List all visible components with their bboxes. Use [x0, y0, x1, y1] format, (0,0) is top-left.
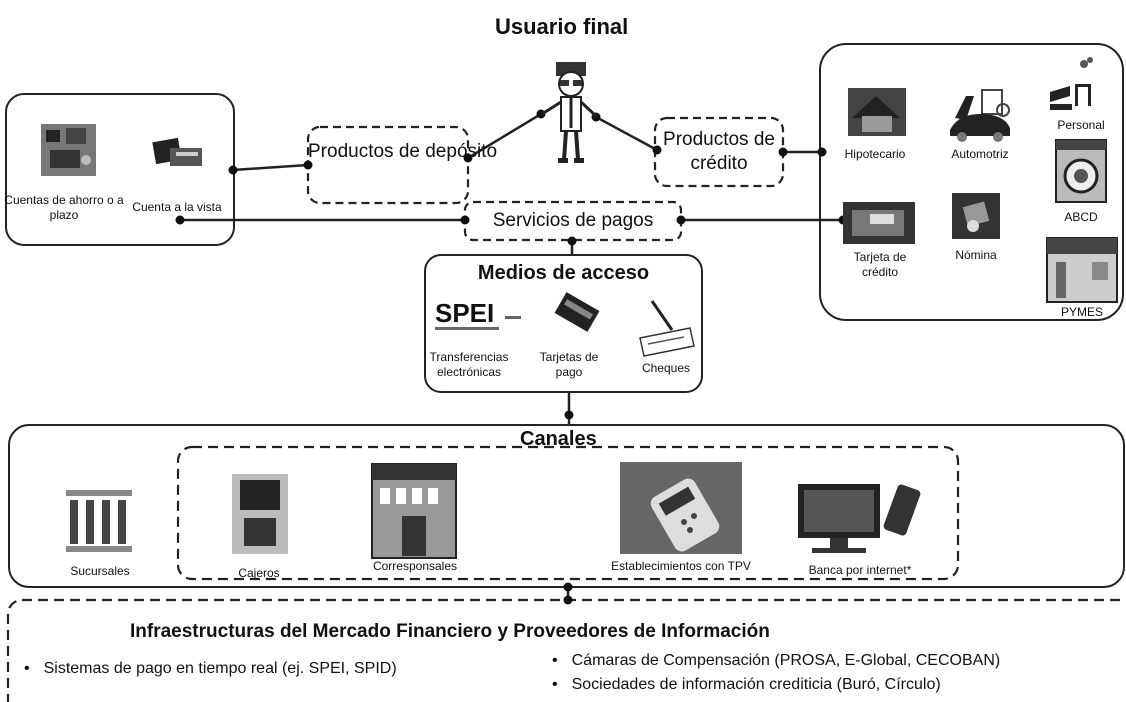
personal-label: Personal [1057, 118, 1105, 132]
access-means-box [424, 254, 703, 393]
payroll-icon [952, 193, 1000, 239]
page-title: Usuario final [495, 14, 629, 39]
infra-bullet-clearing: Cámaras de Compensación (PROSA, E-Global… [552, 652, 1001, 670]
user-icon [541, 62, 598, 163]
computer-phone-icon [798, 484, 921, 553]
pos-terminal-icon [620, 462, 742, 554]
savings-label: Cuentas de ahorro o a plazo [4, 193, 124, 222]
house-icon [848, 88, 906, 136]
access-means-title: Medios de acceso [477, 262, 650, 284]
cash-icon [152, 137, 202, 166]
cheque-icon [639, 300, 695, 357]
branch-icon [66, 490, 132, 552]
savings-icon [41, 124, 96, 176]
mortgage-label: Hipotecario [844, 147, 906, 161]
auto-label: Automotriz [951, 147, 1009, 161]
internet-banking-label: Banca por internet* [808, 563, 912, 577]
sme-label: PYMES [1060, 305, 1103, 319]
spei-logo: SPEI [435, 298, 521, 330]
infrastructure-title: Infraestructuras del Mercado Financiero … [130, 621, 770, 642]
store-icon [1046, 237, 1118, 303]
atm-icon [232, 474, 288, 554]
channels-inner-group [176, 445, 960, 581]
transfers-label: Transferencias electrónicas [429, 350, 509, 379]
deposit-products-box [306, 125, 470, 205]
cheques-label: Cheques [641, 361, 691, 375]
svg-text:SPEI: SPEI [435, 298, 494, 328]
credit-products-label: Productos de crédito [663, 129, 775, 174]
deposit-products-label: Productos de depósito [308, 141, 498, 162]
washer-icon [1055, 139, 1107, 203]
credit-card-label: Tarjeta de crédito [853, 250, 907, 279]
pos-label: Establecimientos con TPV [611, 559, 751, 573]
atms-label: Cajeros [238, 566, 280, 580]
channels-title: Canales [520, 428, 597, 450]
infra-bullet-realtime: Sistemas de pago en tiempo real (ej. SPE… [24, 660, 397, 678]
payment-cards-label: Tarjetas de pago [539, 350, 599, 379]
agent-store-icon [371, 463, 457, 559]
person-icon [1050, 57, 1093, 110]
credit-card-icon [843, 202, 915, 244]
infra-bullet-credit-bureaus: Sociedades de información crediticia (Bu… [552, 676, 941, 694]
abcd-label: ABCD [1064, 210, 1098, 224]
agents-label: Corresponsales [372, 559, 458, 573]
demand-account-label: Cuenta a la vista [132, 200, 222, 214]
cards-icon [554, 292, 600, 332]
payments-services-label: Servicios de pagos [492, 210, 654, 231]
payroll-label: Nómina [955, 248, 997, 262]
credit-products-panel [819, 43, 1124, 321]
car-icon [950, 89, 1010, 142]
branches-label: Sucursales [70, 564, 130, 578]
